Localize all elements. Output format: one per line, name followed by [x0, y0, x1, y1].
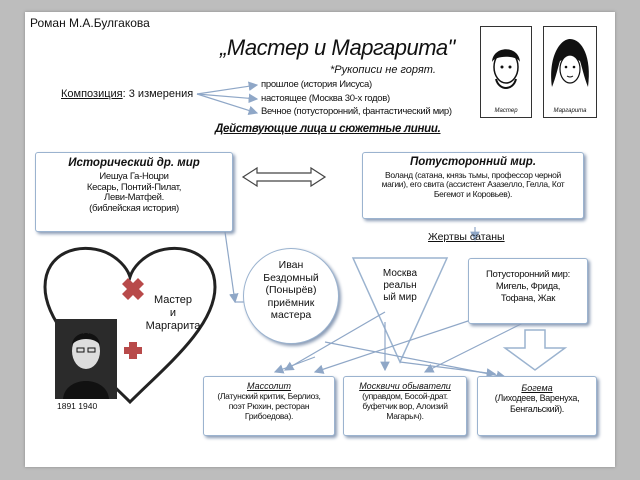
moscow-triangle: [351, 257, 449, 364]
otherworld-line: магии), его свита (ассистент Азазелло, Г…: [381, 179, 565, 190]
page-title: „Мастер и Маргарита": [220, 35, 455, 60]
novel-label: Роман М.А.Булгакова: [30, 16, 150, 30]
moscow-people-title: Москвичи обыватели: [359, 381, 451, 391]
historical-line: (библейская история): [89, 202, 179, 214]
margarita-portrait: Маргарита: [543, 26, 597, 118]
otherworld-small-line: Потусторонний мир:: [486, 269, 570, 280]
otherworld-small-box: Потусторонний мир: Мигель, Фрида, Тофана…: [468, 258, 588, 324]
ivan-line: приёмник: [267, 296, 315, 309]
master-portrait: Мастер: [480, 26, 532, 118]
moscow-text: Москва реальн ый мир: [367, 268, 433, 304]
historical-line: Леви-Матфей.: [104, 192, 164, 204]
subtitle: *Рукописи не горят.: [330, 64, 436, 76]
author-portrait: [55, 319, 117, 399]
ivan-line: Иван: [278, 259, 304, 271]
composition: Композиция: 3 измерения: [61, 88, 193, 100]
master-caption: Мастер: [494, 108, 518, 115]
ivan-line: (Понырёв): [265, 284, 317, 297]
composition-arrows: [196, 81, 259, 116]
moscow-people-line: буфетчик вор, Алоизий: [362, 401, 448, 412]
moscow-line: реальн: [383, 280, 417, 291]
massolit-line: поэт Рюхин, ресторан: [228, 401, 310, 412]
massolit-box: Массолит (Латунский критик, Берлиоз, поэ…: [203, 376, 335, 436]
massolit-line: Грибоедова).: [244, 411, 294, 422]
moscow-people-box: Москвичи обыватели (управдом, Босой-драт…: [343, 376, 467, 436]
bohema-box: Богема (Лиходеев, Варенуха, Бенгальский)…: [477, 376, 597, 436]
composition-label: Композиция: [61, 88, 123, 100]
heart-line: Мастер: [153, 294, 193, 306]
dimension-list: прошлое (история Иисуса) настоящее (Моск…: [261, 79, 452, 118]
heart-shape: [43, 246, 217, 405]
down-arrow: [502, 329, 568, 371]
margarita-face-icon: [551, 39, 589, 87]
historical-world-box: Исторический др. мир Иешуа Га-Ноцри Кеса…: [35, 152, 233, 232]
moscow-people-line: (управдом, Босой-драт.: [362, 391, 448, 402]
heart-text: Мастер и Маргарита: [133, 294, 213, 334]
otherworld-box: Потусторонний мир. Воланд (сатана, князь…: [362, 152, 584, 219]
ivan-circle: Иван Бездомный (Понырёв) приёмник мастер…: [243, 248, 339, 344]
dimension-item: прошлое (история Иисуса): [261, 79, 372, 90]
master-face-icon: [492, 49, 520, 89]
otherworld-title: Потусторонний мир.: [409, 156, 537, 168]
bohema-title: Богема: [521, 383, 553, 393]
diagram-shapes: [43, 81, 568, 405]
historical-line: Кесарь, Понтий-Пилат,: [86, 181, 182, 193]
moscow-line: ый мир: [383, 292, 417, 303]
connector-lines: [224, 227, 526, 381]
author-face-icon: [55, 319, 117, 399]
bohema-line: (Лиходеев, Варенуха,: [494, 393, 580, 404]
historical-title: Исторический др. мир: [68, 157, 200, 169]
section-title: Действующие лица и сюжетные линии.: [215, 123, 441, 135]
heart-line: и: [169, 307, 177, 320]
massolit-line: (Латунский критик, Берлиоз,: [217, 391, 321, 402]
dimension-item: Вечное (потусторонний, фантастический ми…: [261, 106, 452, 118]
moscow-people-line: Магарыч).: [386, 411, 424, 422]
bohema-line: Бенгальский).: [509, 403, 564, 414]
author-years: 1891 1940: [57, 401, 98, 411]
composition-value: : 3 измерения: [122, 88, 194, 100]
historical-line: Иешуа Га-Ноцри: [99, 170, 169, 182]
victims-label: Жертвы сатаны: [428, 231, 505, 243]
moscow-line: Москва: [382, 268, 418, 279]
otherworld-line: Бегемот и Коровьев).: [433, 188, 513, 199]
slide: Роман М.А.Булгакова „Мастер и Маргарита"…: [25, 12, 615, 467]
ivan-line: мастера: [270, 309, 312, 322]
heart-line: Маргарита: [145, 320, 201, 333]
massolit-title: Массолит: [247, 381, 291, 391]
margarita-caption: Маргарита: [553, 108, 587, 115]
otherworld-line: Воланд (сатана, князь тьмы, профессор че…: [385, 169, 561, 180]
cross-icons: [122, 278, 144, 359]
otherworld-small-line: Тофана, Жак: [500, 292, 556, 304]
otherworld-small-line: Мигель, Фрида,: [495, 280, 561, 292]
dimension-item: настоящее (Москва 30-х годов): [261, 92, 390, 104]
ivan-line: Бездомный: [263, 271, 319, 284]
double-arrow: [241, 166, 327, 188]
